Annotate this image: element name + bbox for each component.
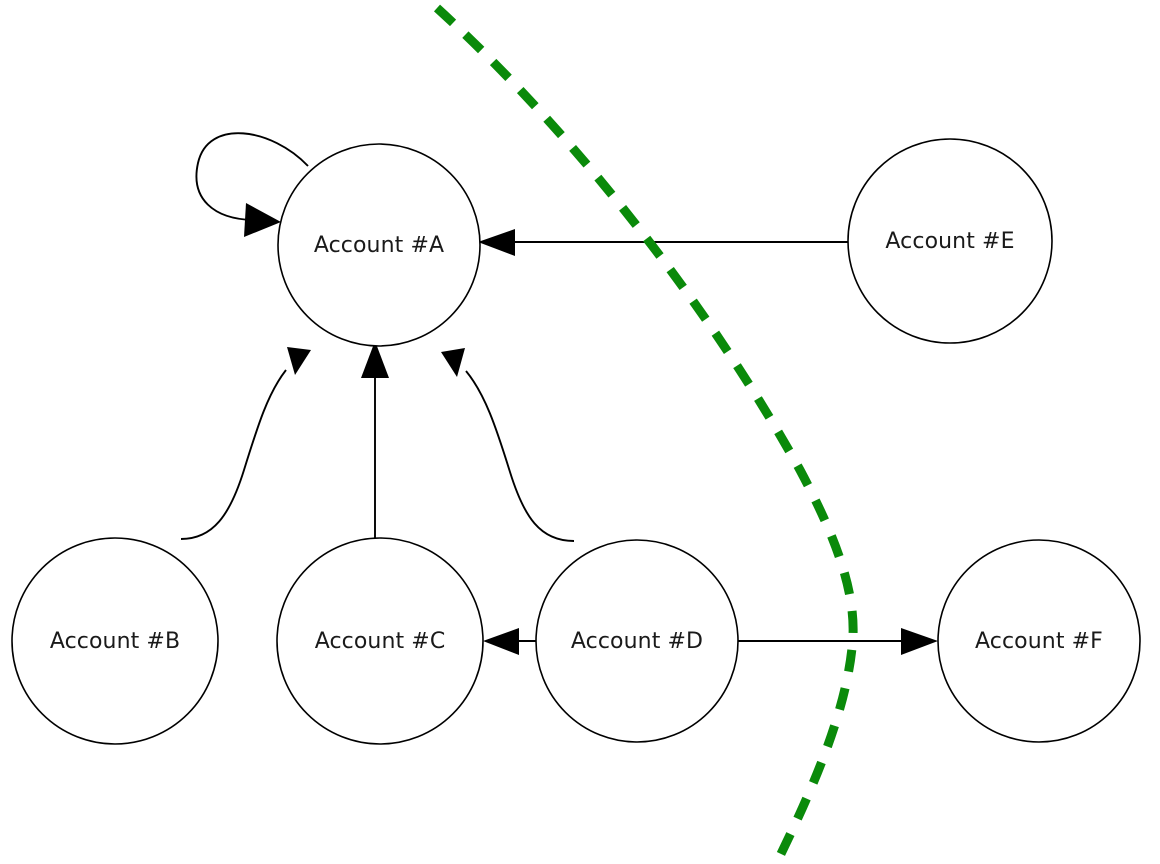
- edge-d-to-f-arrowhead: [901, 628, 938, 655]
- nodes-layer: Account #A Account #B Account #C Account…: [11, 138, 1141, 745]
- edge-d-to-c[interactable]: [483, 628, 539, 655]
- node-account-d-label: Account #D: [571, 629, 703, 654]
- boundary-divider-icon: [433, 4, 858, 862]
- node-account-e-label: Account #E: [885, 229, 1014, 254]
- edge-d-to-a-path[interactable]: [465, 370, 575, 542]
- edge-d-to-c-arrowhead: [483, 628, 519, 655]
- node-account-a-circle[interactable]: [277, 143, 481, 347]
- node-account-f-label: Account #F: [975, 629, 1103, 654]
- edge-b-to-a-path[interactable]: [180, 369, 287, 540]
- edge-a-to-a-arrowhead: [244, 203, 281, 237]
- edge-d-to-a-arrowhead: [441, 348, 465, 377]
- edge-e-to-a[interactable]: [478, 229, 848, 256]
- edge-d-to-a[interactable]: [441, 348, 575, 542]
- edge-e-to-a-arrowhead: [478, 229, 515, 256]
- node-account-d-circle[interactable]: [535, 539, 739, 743]
- node-account-c[interactable]: Account #C: [276, 537, 484, 745]
- node-account-b-circle[interactable]: [11, 537, 219, 745]
- edges-layer: [180, 132, 938, 655]
- node-account-b-label: Account #B: [50, 629, 180, 654]
- edge-b-to-a[interactable]: [180, 347, 311, 540]
- edge-d-to-f[interactable]: [737, 628, 938, 655]
- edge-a-to-a-path[interactable]: [195, 132, 309, 221]
- edge-b-to-a-arrowhead: [287, 347, 311, 375]
- node-account-f[interactable]: Account #F: [937, 539, 1141, 743]
- node-account-c-label: Account #C: [315, 629, 446, 654]
- node-account-a[interactable]: Account #A: [277, 143, 481, 347]
- node-account-f-circle[interactable]: [937, 539, 1141, 743]
- edge-c-to-a[interactable]: [361, 341, 389, 538]
- node-account-c-circle[interactable]: [276, 537, 484, 745]
- node-account-e-circle[interactable]: [847, 138, 1053, 344]
- node-account-b[interactable]: Account #B: [11, 537, 219, 745]
- node-account-a-label: Account #A: [314, 233, 444, 258]
- edge-a-to-a[interactable]: [195, 132, 309, 237]
- boundary-layer: [433, 4, 858, 862]
- edge-c-to-a-arrowhead: [361, 341, 389, 378]
- node-account-d[interactable]: Account #D: [535, 539, 739, 743]
- node-account-e[interactable]: Account #E: [847, 138, 1053, 344]
